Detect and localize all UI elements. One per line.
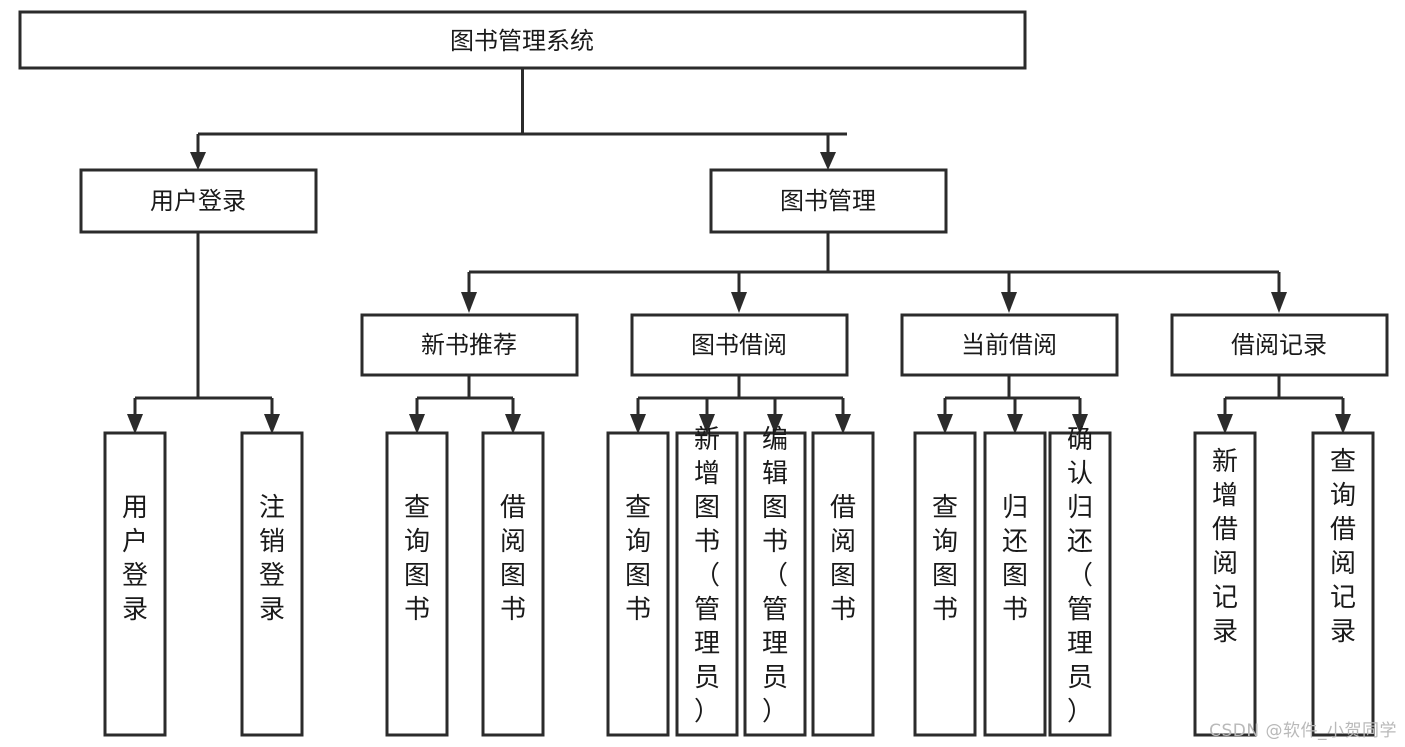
node-borrow-record[interactable]: 借阅记录 bbox=[1170, 313, 1389, 377]
leaf-user-login-1[interactable]: 用户登录 bbox=[103, 431, 167, 737]
arrowhead-icon bbox=[630, 414, 646, 434]
arrowhead-icon bbox=[937, 414, 953, 434]
leaf-new-book-2-box[interactable] bbox=[481, 431, 545, 737]
arrowhead-icon bbox=[264, 414, 280, 434]
leaf-current-borrow-1[interactable]: 查询图书 bbox=[913, 431, 977, 737]
node-current-borrow-box[interactable] bbox=[900, 313, 1119, 377]
node-book-borrow-box[interactable] bbox=[630, 313, 849, 377]
leaf-borrow-record-2[interactable]: 查询借阅记录 bbox=[1311, 431, 1375, 737]
leaf-new-book-2[interactable]: 借阅图书 bbox=[481, 431, 545, 737]
arrowhead-icon bbox=[731, 292, 747, 313]
arrowhead-icon bbox=[1001, 292, 1017, 313]
leaf-borrow-record-1-label: 新增借阅记录 bbox=[1212, 447, 1238, 647]
leaf-new-book-1-box[interactable] bbox=[385, 431, 449, 737]
leaf-user-login-2-box[interactable] bbox=[240, 431, 304, 737]
node-book-management[interactable]: 图书管理 bbox=[709, 168, 948, 234]
arrowhead-icon bbox=[699, 414, 715, 434]
leaf-book-borrow-1-box[interactable] bbox=[606, 431, 670, 737]
leaf-new-book-1[interactable]: 查询图书 bbox=[385, 431, 449, 737]
node-book-borrow-label: 图书借阅 bbox=[691, 331, 787, 359]
leaf-book-borrow-4-box[interactable] bbox=[811, 431, 875, 737]
arrowhead-icon bbox=[767, 414, 783, 434]
arrowhead-icon bbox=[1271, 292, 1287, 313]
leaf-borrow-record-1[interactable]: 新增借阅记录 bbox=[1193, 431, 1257, 737]
leaf-user-login-2-label: 注销登录 bbox=[259, 493, 285, 625]
arrowhead-layer bbox=[127, 152, 1351, 434]
leaf-current-borrow-2-box[interactable] bbox=[983, 431, 1047, 737]
leaf-user-login-1-box[interactable] bbox=[103, 431, 167, 737]
arrowhead-icon bbox=[835, 414, 851, 434]
node-current-borrow[interactable]: 当前借阅 bbox=[900, 313, 1119, 377]
leaf-book-borrow-2-box[interactable] bbox=[675, 431, 739, 737]
node-book-management-label: 图书管理 bbox=[780, 187, 876, 215]
leaf-book-borrow-4[interactable]: 借阅图书 bbox=[811, 431, 875, 737]
leaf-user-login-2[interactable]: 注销登录 bbox=[240, 431, 304, 737]
arrowhead-icon bbox=[1072, 414, 1088, 434]
leaf-current-borrow-3-box[interactable] bbox=[1048, 431, 1112, 737]
arrowhead-icon bbox=[127, 414, 143, 434]
leaf-borrow-record-1-box[interactable] bbox=[1193, 431, 1257, 737]
node-user-login-box[interactable] bbox=[79, 168, 318, 234]
arrowhead-icon bbox=[1007, 414, 1023, 434]
node-user-login[interactable]: 用户登录 bbox=[79, 168, 318, 234]
leaf-book-borrow-1-label: 查询图书 bbox=[625, 493, 651, 625]
node-borrow-record-label: 借阅记录 bbox=[1231, 331, 1327, 359]
arrowhead-icon bbox=[505, 414, 521, 434]
leaf-book-borrow-2-label: 新增图书（管理员） bbox=[694, 425, 720, 727]
leaf-current-borrow-2-label: 归还图书 bbox=[1002, 493, 1028, 625]
node-new-book-recommend-label: 新书推荐 bbox=[421, 331, 517, 359]
node-book-borrow[interactable]: 图书借阅 bbox=[630, 313, 849, 377]
node-book-management-box[interactable] bbox=[709, 168, 948, 234]
leaf-current-borrow-3[interactable]: 确认归还（管理员） bbox=[1048, 425, 1112, 737]
leaf-borrow-record-2-box[interactable] bbox=[1311, 431, 1375, 737]
arrowhead-icon bbox=[461, 292, 477, 313]
node-root-box[interactable] bbox=[18, 10, 1027, 70]
arrowhead-icon bbox=[1335, 414, 1351, 434]
leaf-borrow-record-2-label: 查询借阅记录 bbox=[1330, 447, 1356, 647]
leaf-current-borrow-1-box[interactable] bbox=[913, 431, 977, 737]
leaf-new-book-2-label: 借阅图书 bbox=[500, 493, 526, 625]
leaf-current-borrow-1-label: 查询图书 bbox=[932, 493, 958, 625]
node-borrow-record-box[interactable] bbox=[1170, 313, 1389, 377]
arrowhead-icon bbox=[1217, 414, 1233, 434]
node-current-borrow-label: 当前借阅 bbox=[961, 331, 1057, 359]
leaf-book-borrow-3[interactable]: 编辑图书（管理员） bbox=[743, 425, 807, 737]
arrowhead-icon bbox=[409, 414, 425, 434]
leaf-book-borrow-2[interactable]: 新增图书（管理员） bbox=[675, 425, 739, 737]
leaf-current-borrow-3-label: 确认归还（管理员） bbox=[1067, 425, 1093, 727]
leaf-book-borrow-3-label: 编辑图书（管理员） bbox=[762, 425, 788, 727]
node-new-book-recommend-box[interactable] bbox=[360, 313, 579, 377]
leaf-user-login-1-label: 用户登录 bbox=[122, 493, 148, 625]
leaf-book-borrow-1[interactable]: 查询图书 bbox=[606, 431, 670, 737]
node-root[interactable]: 图书管理系统 bbox=[18, 10, 1027, 70]
arrowhead-icon bbox=[820, 152, 836, 170]
node-root-label: 图书管理系统 bbox=[450, 27, 594, 55]
node-new-book-recommend[interactable]: 新书推荐 bbox=[360, 313, 579, 377]
leaf-new-book-1-label: 查询图书 bbox=[404, 493, 430, 625]
leaf-current-borrow-2[interactable]: 归还图书 bbox=[983, 431, 1047, 737]
node-user-login-label: 用户登录 bbox=[150, 187, 246, 215]
leaf-book-borrow-3-box[interactable] bbox=[743, 431, 807, 737]
arrowhead-icon bbox=[190, 152, 206, 170]
csdn-watermark: CSDN @软件_小贺同学 bbox=[1209, 721, 1397, 741]
leaf-book-borrow-4-label: 借阅图书 bbox=[830, 493, 856, 625]
